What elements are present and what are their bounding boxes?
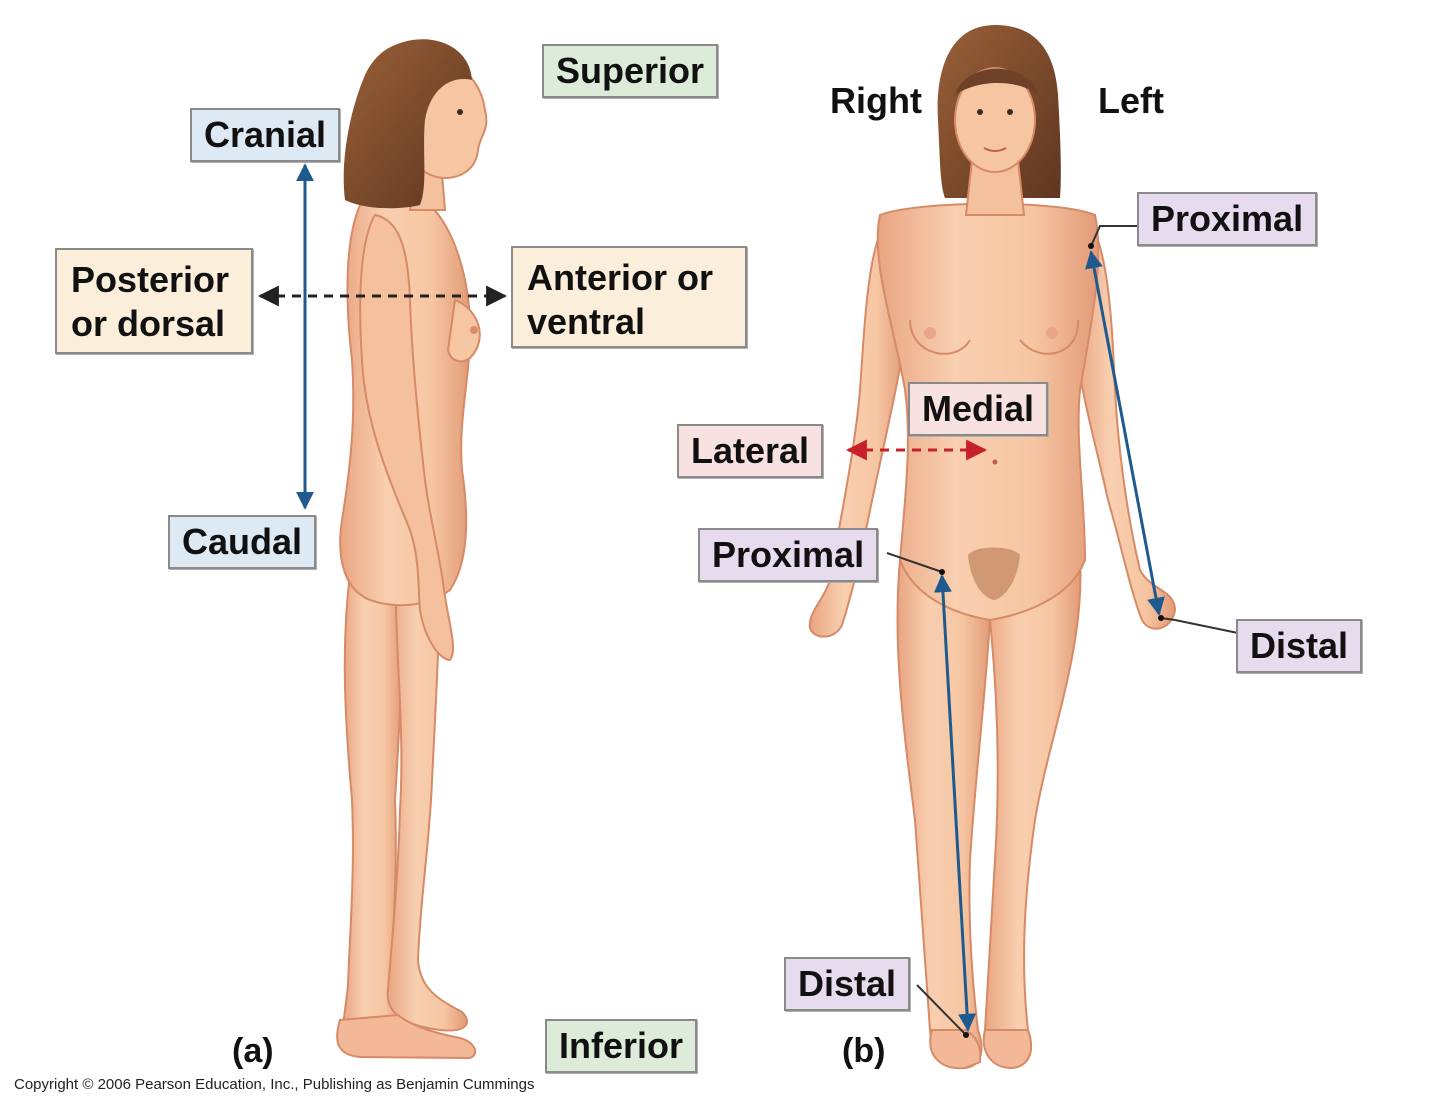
- inferior-label: Inferior: [545, 1019, 698, 1073]
- panel-b-label: (b): [842, 1032, 886, 1070]
- proximal-leg-label: Proximal: [698, 528, 879, 582]
- side-leg-front: [386, 559, 468, 1032]
- medial-label: Medial: [908, 382, 1049, 436]
- side-arm: [359, 213, 454, 662]
- front-pubic-area: [968, 547, 1020, 600]
- proximal-arm-leader: [1090, 225, 1137, 247]
- right-side-label: Right: [830, 80, 922, 121]
- distal-foot-leader: [916, 984, 967, 1036]
- cranial-label: Cranial: [190, 108, 341, 162]
- distal-hand-label: Distal: [1236, 619, 1363, 673]
- distal-foot-label: Distal: [784, 957, 911, 1011]
- leg-proximal-distal-arrow: [933, 574, 977, 1032]
- front-leg-right: [896, 558, 992, 1070]
- copyright-notice: Copyright © 2006 Pearson Education, Inc.…: [14, 1076, 535, 1093]
- side-breast: [446, 298, 481, 363]
- front-arm-right: [808, 212, 907, 638]
- arm-proximal-distal-arrow: [1085, 250, 1165, 616]
- caudal-label: Caudal: [168, 515, 317, 569]
- side-foot-back: [336, 1013, 477, 1060]
- panel-a-label: (a): [232, 1032, 274, 1070]
- front-leg-left: [983, 558, 1082, 1070]
- posterior-label: Posterior or dorsal: [55, 248, 253, 354]
- left-side-label: Left: [1098, 80, 1164, 121]
- side-hair: [343, 39, 472, 209]
- side-view-figure: [336, 39, 488, 1060]
- proximal-arm-label: Proximal: [1137, 192, 1318, 246]
- lateral-label: Lateral: [677, 424, 824, 478]
- anterior-label: Anterior or ventral: [511, 246, 747, 348]
- front-face: [954, 67, 1036, 173]
- proximal-leg-leader: [886, 552, 943, 573]
- distal-hand-leader: [1160, 617, 1239, 634]
- superior-label: Superior: [542, 44, 719, 98]
